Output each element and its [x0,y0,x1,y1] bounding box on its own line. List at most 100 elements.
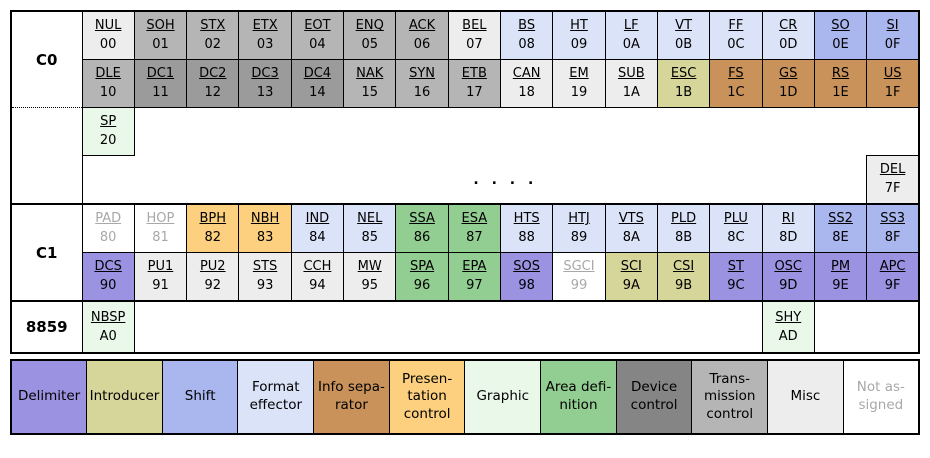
code-mnemonic: ENQ [355,18,384,34]
code-mnemonic: BPH [199,211,227,227]
code-hex: 0E [832,37,849,53]
iso-8859-label: 8859 [11,301,82,353]
code-mnemonic: PAD [95,211,122,227]
code-hex: 15 [361,85,378,101]
code-mnemonic: SHY [775,309,802,325]
code-mnemonic: ESA [461,211,488,227]
empty-region-a1-ac [134,301,763,353]
code-mnemonic: ST [727,259,744,275]
code-hex: 1B [674,85,693,101]
code-cell-NBH: NBH 83 [238,203,292,253]
code-mnemonic: NAK [356,66,384,82]
code-hex: 7F [884,181,901,197]
code-hex: 9C [727,278,745,294]
code-mnemonic: DC3 [251,66,279,82]
empty-region-ae-af [814,301,919,353]
code-hex: 0A [622,37,640,53]
legend-transmission-control: Trans- mission control [691,359,769,435]
code-hex: 1C [727,85,745,101]
code-mnemonic: EOT [304,18,331,34]
code-mnemonic: SP [100,114,117,130]
legend-area-definition: Area defi- nition [540,359,617,435]
code-hex: 1A [622,85,640,101]
code-hex: 94 [309,278,326,294]
code-mnemonic: HT [570,18,588,34]
code-mnemonic: NUL [94,18,122,34]
code-mnemonic: PU1 [147,259,174,275]
code-mnemonic: VTS [618,211,644,227]
code-hex: A0 [99,328,117,344]
code-hex: 95 [361,278,378,294]
code-hex: 89 [570,230,588,246]
code-mnemonic: PU2 [199,259,226,275]
code-mnemonic: SI [886,18,899,34]
code-hex: 11 [152,85,169,101]
code-mnemonic: NBH [250,211,280,227]
code-hex: AD [778,328,798,344]
code-mnemonic: DC4 [303,66,332,82]
code-hex: 98 [518,278,535,294]
legend-not-assigned: Not as- signed [842,359,920,435]
code-cell-EOT: EOT 04 [290,10,345,60]
code-mnemonic: SYN [409,66,435,82]
c1-group-label: C1 [11,204,83,302]
code-mnemonic: SGCI [563,259,595,275]
code-hex: 96 [413,278,431,294]
code-hex: 9B [674,278,693,294]
code-hex: 04 [309,37,326,53]
code-hex: 12 [204,85,222,101]
code-mnemonic: STX [200,18,226,34]
code-hex: 03 [256,37,274,53]
legend-shift: Shift [161,359,239,435]
code-cell-NAK: NAK 15 [343,59,397,108]
legend-delimiter: Delimiter [10,359,88,435]
code-mnemonic: APC [879,259,906,275]
code-hex: 92 [204,278,222,294]
code-hex: 83 [256,230,274,246]
code-hex: 06 [413,37,431,53]
code-mnemonic: DC2 [199,66,227,82]
legend-presentation-control: Presen- tation control [388,359,466,435]
code-hex: 82 [204,230,222,246]
code-hex: 20 [99,133,117,149]
code-hex: 90 [99,278,117,294]
code-mnemonic: RI [781,211,795,227]
code-hex: 0C [727,37,745,53]
code-hex: 13 [256,85,274,101]
code-hex: 8E [832,230,849,246]
c0-group-label: C0 [11,11,83,108]
ellipsis-dots: . . . . [82,155,867,204]
code-hex: 10 [99,85,117,101]
code-hex: 0F [884,37,901,53]
code-hex: 01 [152,37,169,53]
code-mnemonic: DEL [879,162,906,178]
del-row: . . . . DEL 7F [11,155,920,205]
code-hex: 97 [466,278,483,294]
code-cell-SP: SP 20 [81,107,135,156]
code-mnemonic: NEL [357,211,383,227]
code-mnemonic: BS [518,18,536,34]
